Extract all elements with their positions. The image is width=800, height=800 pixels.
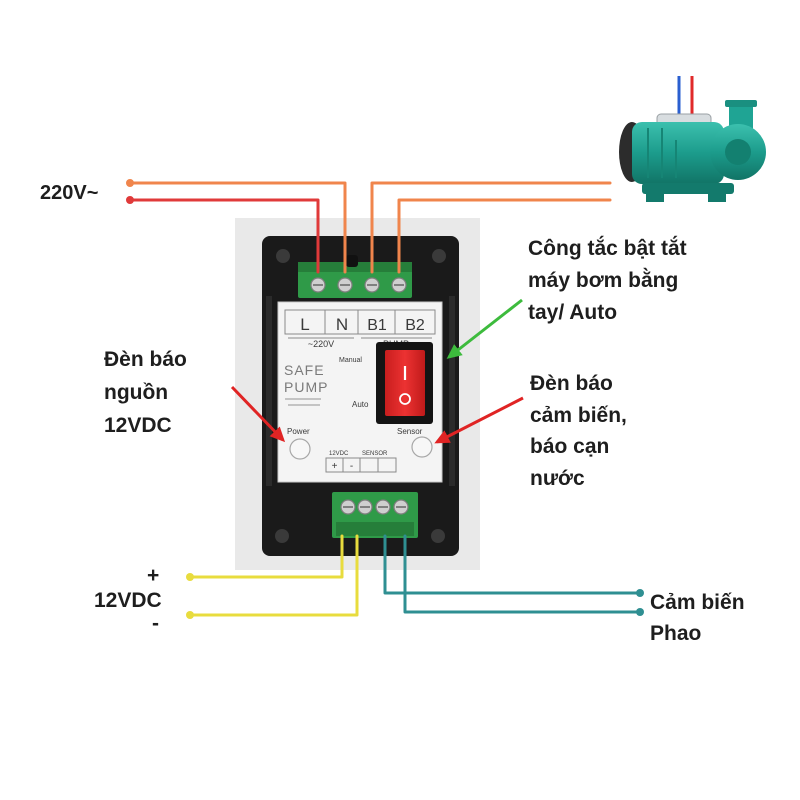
switch-callout-line-2: máy bơm bằng xyxy=(528,268,678,292)
sensor-led-callout-line-4: nước xyxy=(530,467,585,490)
dc-minus-mark: - xyxy=(350,461,353,472)
sensor-led-callout-line-3: báo cạn xyxy=(530,435,609,458)
mount-hole-top-right xyxy=(432,249,446,263)
wire-end-dot xyxy=(126,179,134,187)
dc-voltage-label: 12VDC xyxy=(94,589,162,612)
mains-neutral-wire xyxy=(128,181,347,274)
dc-plus-label: + xyxy=(147,564,159,587)
sensor-led-pointer-arrow-icon xyxy=(434,396,524,444)
manual-mode-label: Manual xyxy=(339,357,362,364)
wire-end-dot xyxy=(126,196,134,204)
float-sensor-wire-2 xyxy=(403,534,642,614)
power-led-icon xyxy=(289,438,311,460)
rocker-switch xyxy=(376,342,433,424)
brand-line-1: SAFE xyxy=(284,362,325,378)
pump-motor-body xyxy=(632,122,724,184)
mount-hole-bottom-left xyxy=(275,529,289,543)
pump-base xyxy=(642,183,734,194)
terminal-screw xyxy=(375,499,391,515)
mains-live-wire xyxy=(128,198,320,274)
terminal-screw xyxy=(357,499,373,515)
wire-end-dot xyxy=(186,573,194,581)
float-sensor-label-line-1: Cảm biến xyxy=(650,591,745,614)
terminal-screw xyxy=(391,277,407,293)
mount-hole-top-left xyxy=(276,249,290,263)
top-terminal-block xyxy=(298,255,412,298)
brand-line-2: PUMP xyxy=(284,379,328,395)
switch-pointer-arrow-icon xyxy=(446,298,523,359)
wire-end-dot xyxy=(186,611,194,619)
sensor-led-caption: Sensor xyxy=(397,427,423,436)
switch-off-mark-icon xyxy=(399,393,411,405)
wire-end-dot xyxy=(636,589,644,597)
water-pump-icon xyxy=(619,76,766,202)
sensor-led-icon xyxy=(411,436,433,458)
power-led-caption: Power xyxy=(287,427,310,436)
terminal-screw xyxy=(310,277,326,293)
dc-input-caption: 12VDC xyxy=(329,451,349,457)
dc-minus-wire xyxy=(188,534,359,617)
wire-end-dot xyxy=(636,608,644,616)
dc-minus-label: - xyxy=(152,612,159,635)
pump-wire-b2 xyxy=(397,198,612,274)
switch-callout-line-3: tay/ Auto xyxy=(528,301,617,324)
dc-plus-mark: + xyxy=(332,461,338,472)
mount-hole-bottom-right xyxy=(431,529,445,543)
float-sensor-label-line-2: Phao xyxy=(650,622,701,645)
auto-mode-label: Auto xyxy=(352,400,369,409)
terminal-label-l: L xyxy=(300,315,309,334)
pump-wire-b1 xyxy=(370,181,612,274)
fine-print xyxy=(288,404,320,406)
bottom-label-row: 12VDC SENSOR + - xyxy=(325,451,397,473)
terminal-label-b2: B2 xyxy=(405,317,425,334)
terminal-label-n: N xyxy=(336,315,348,334)
terminal-screw xyxy=(393,499,409,515)
terminal-label-b1: B1 xyxy=(367,317,387,334)
mains-label: 220V~ xyxy=(40,182,98,204)
float-sensor-wire-1 xyxy=(383,534,642,595)
switch-callout-line-1: Công tắc bật tắt xyxy=(528,236,687,260)
terminal-screw xyxy=(337,277,353,293)
power-led-pointer-arrow-icon xyxy=(230,385,286,443)
sensor-led-callout-line-2: cảm biến, xyxy=(530,404,627,427)
mains-terminal-caption: ~220V xyxy=(308,339,334,349)
sensor-led-callout-line-1: Đèn báo xyxy=(530,372,613,395)
power-led-callout-line-2: nguồn xyxy=(104,381,168,404)
terminal-screw xyxy=(364,277,380,293)
fine-print xyxy=(285,398,321,400)
safe-pump-controller: L N B1 B2 ~220V PUMP SAFE PUMP Manual Au… xyxy=(262,236,459,556)
power-led-callout-line-3: 12VDC xyxy=(104,414,172,437)
dc-plus-wire xyxy=(188,534,344,579)
terminal-screw xyxy=(340,499,356,515)
bottom-terminal-block xyxy=(332,492,418,538)
sensor-input-caption: SENSOR xyxy=(362,451,388,457)
power-led-callout-line-1: Đèn báo xyxy=(104,348,187,371)
